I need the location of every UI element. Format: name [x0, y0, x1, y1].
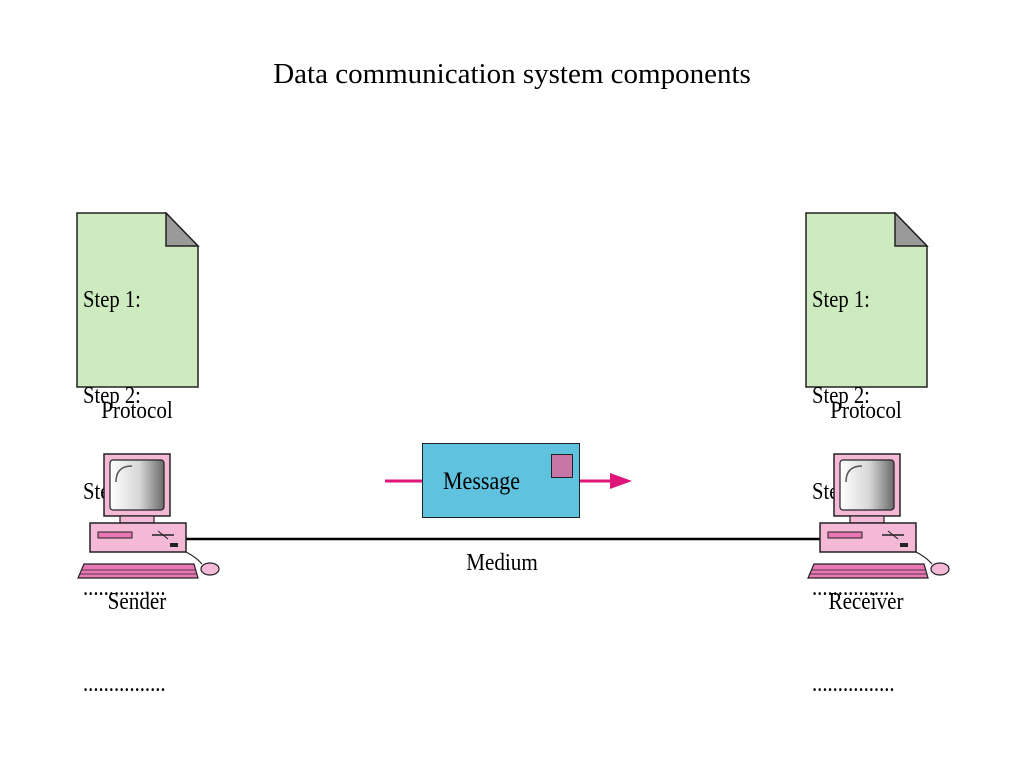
sender-step-2: Step 2: — [83, 383, 141, 409]
message-envelope: Message — [422, 443, 580, 518]
sender-protocol-label: Protocol — [101, 398, 173, 424]
document-icon — [805, 212, 929, 388]
receiver-computer-icon — [807, 453, 950, 579]
receiver-protocol-document: Step 1: Step 2: Step 3: ................… — [805, 212, 929, 697]
sender-computer-icon — [77, 453, 220, 579]
diagram-title: Data communication system components — [273, 58, 751, 90]
receiver-step-1: Step 1: — [812, 287, 870, 313]
sender-step-1: Step 1: — [83, 287, 141, 313]
sender-step-dots-2: ................ — [83, 671, 166, 697]
receiver-protocol-label: Protocol — [830, 398, 902, 424]
medium-label: Medium — [466, 550, 538, 576]
sender-protocol-document: Step 1: Step 2: Step 3: ................… — [76, 212, 200, 697]
sender-label: Sender — [107, 589, 167, 615]
receiver-step-2: Step 2: — [812, 383, 870, 409]
message-arrow-head — [610, 473, 632, 489]
document-icon — [76, 212, 200, 388]
sender-step-dots-1: ................ — [83, 575, 166, 601]
receiver-label: Receiver — [828, 589, 904, 615]
message-label: Message — [443, 468, 520, 495]
receiver-step-dots-2: ................ — [812, 671, 895, 697]
stamp-icon — [551, 454, 573, 478]
receiver-step-dots-1: ................ — [812, 575, 895, 601]
